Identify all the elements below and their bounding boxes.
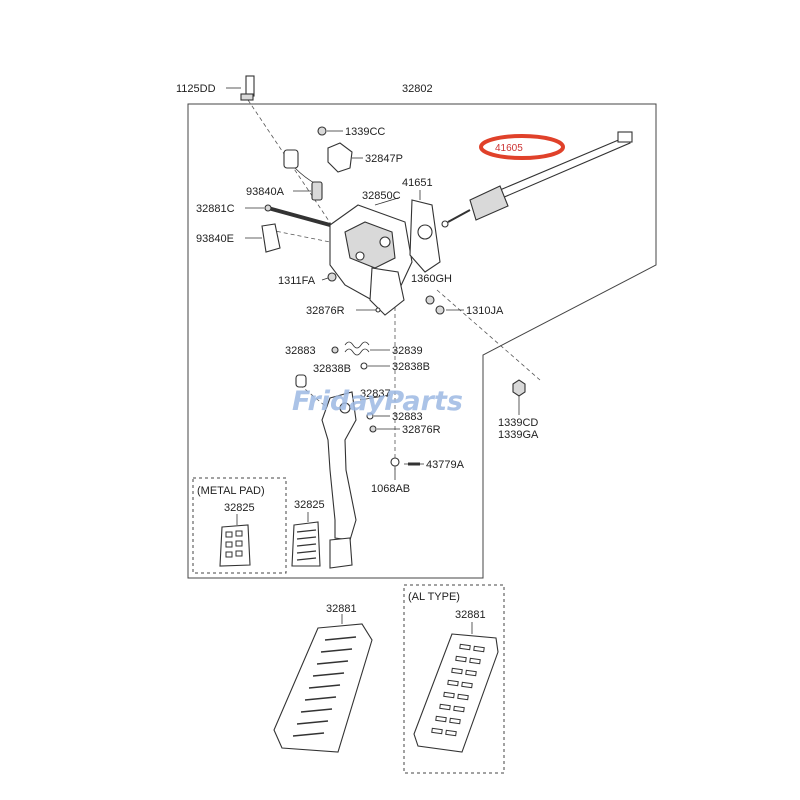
gasket-41651 [409, 190, 441, 273]
label-32881-al: 32881 [455, 609, 486, 621]
bushing-32883-upper [331, 346, 339, 354]
label-32838B-right: 32838B [392, 361, 430, 373]
label-32876R-upper: 32876R [306, 305, 345, 317]
label-32825-metal: 32825 [224, 502, 255, 514]
label-32876R-lower: 32876R [402, 424, 441, 436]
nut-1360GH [425, 295, 435, 305]
label-93840A: 93840A [246, 186, 285, 198]
clip-32883-left [295, 374, 307, 388]
label-1311FA: 1311FA [278, 275, 316, 287]
washer-1068AB [390, 457, 400, 480]
accel-pad-32881-al [413, 622, 499, 753]
label-32883-upper: 32883 [285, 345, 316, 357]
bolt-1125DD [226, 75, 255, 101]
bushing-32883-lower [366, 412, 390, 420]
spring-32839 [344, 341, 390, 356]
accel-pad-32881 [273, 614, 373, 753]
nut-1339CC [317, 126, 343, 136]
label-1125DD: 1125DD [176, 83, 216, 95]
label-32881C: 32881C [196, 203, 235, 215]
label-1339CD: 1339CD [498, 417, 538, 429]
label-1068AB: 1068AB [371, 483, 410, 495]
watermark: FridayParts [292, 386, 463, 417]
label-32837: 32837 [360, 388, 391, 400]
label-32883-lower: 32883 [392, 411, 423, 423]
pad-32825-rubber [291, 512, 321, 567]
nut-1310JA [435, 305, 464, 315]
bushing-32838B [360, 362, 390, 370]
label-32847P: 32847P [365, 153, 403, 165]
metal-pad-box [192, 477, 287, 574]
label-1339CC: 1339CC [345, 126, 385, 138]
switch-93840A [283, 149, 323, 201]
label-41651: 41651 [402, 177, 433, 189]
nut-1311FA [321, 272, 337, 282]
label-32825-rubber: 32825 [294, 499, 325, 511]
pin-32876R-lower [369, 425, 400, 433]
pin-32876R-upper [356, 307, 381, 313]
connector-93840E [245, 223, 281, 253]
master-cylinder-41605 [441, 131, 633, 228]
rod-32881C [245, 204, 331, 227]
pedal-arm-32837 [321, 391, 391, 541]
label-32838B-left: 32838B [313, 363, 351, 375]
label-32881-rubber: 32881 [326, 603, 357, 615]
label-93840E: 93840E [196, 233, 234, 245]
label-1360GH: 1360GH [411, 273, 452, 285]
label-43779A: 43779A [426, 459, 465, 471]
label-1339GA: 1339GA [498, 429, 539, 441]
label-32850C: 32850C [362, 190, 401, 202]
label-32802: 32802 [402, 83, 433, 95]
bracket-32847P [327, 142, 363, 173]
nut-1339CD [512, 379, 526, 415]
pedal-bracket-32850C [329, 197, 413, 316]
label-32839: 32839 [392, 345, 423, 357]
main-frame [187, 103, 657, 579]
label-41605: 41605 [495, 143, 523, 154]
label-al-type: (AL TYPE) [408, 591, 460, 603]
label-metal-pad: (METAL PAD) [197, 485, 265, 497]
pedal-pad [329, 537, 353, 569]
pad-32825-metal [219, 514, 251, 567]
part-labels: 1125DD 32802 1339CC 32847P 41605 41651 9… [176, 83, 539, 621]
highlight-41605 [479, 134, 565, 160]
label-1310JA: 1310JA [466, 305, 504, 317]
al-type-box [403, 584, 505, 774]
